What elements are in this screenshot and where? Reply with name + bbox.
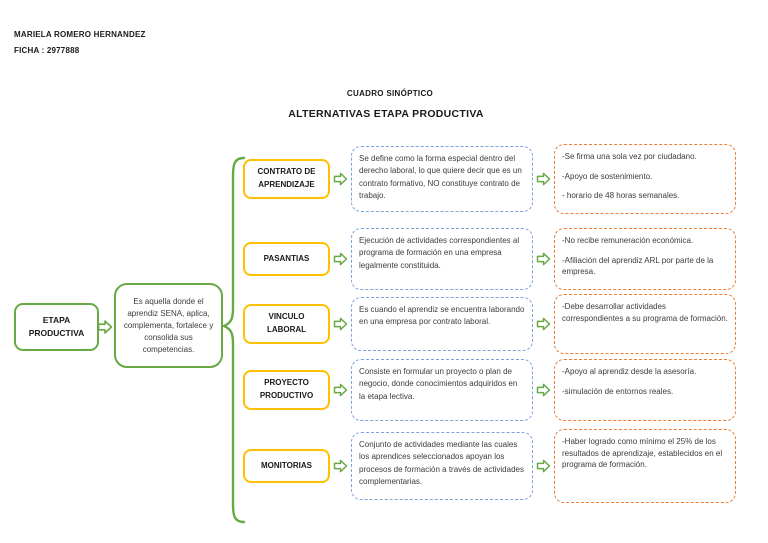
note-item: -simulación de entornos reales. — [562, 386, 674, 396]
branch-label: VINCULO LABORAL — [266, 312, 307, 334]
branch-row-monitorias: MONITORIAS Conjunto de actividades media… — [243, 425, 743, 507]
note-item: -Apoyo al aprendiz desde la asesoría. — [562, 367, 697, 376]
note-item: -Afiliación del aprendiz ARL por parte d… — [562, 255, 714, 277]
right-arrow-icon — [536, 383, 551, 397]
note-item: -Debe desarrollar actividades correspond… — [562, 302, 728, 323]
note-item: -Haber logrado como mínimo el 25% de los… — [562, 437, 723, 470]
branch-row-proyecto: PROYECTO PRODUCTIVO Consiste en formular… — [243, 356, 743, 424]
branch-definition-text: Se define como la forma especial dentro … — [359, 154, 522, 201]
root-description-text: Es aquella donde el aprendiz SENA, aplic… — [123, 296, 214, 354]
branch-definition-text: Conjunto de actividades mediante las cua… — [359, 440, 524, 487]
branch-label-box: VINCULO LABORAL — [243, 304, 330, 344]
root-node-label: ETAPA PRODUCTIVA — [28, 314, 85, 338]
right-arrow-icon — [97, 319, 113, 340]
branch-notes-box: -Haber logrado como mínimo el 25% de los… — [554, 429, 736, 503]
right-arrow-icon — [333, 172, 348, 186]
branch-label-box: PASANTIAS — [243, 242, 330, 276]
note-item: -No recibe remuneración económica. — [562, 236, 694, 245]
branch-label: CONTRATO DE APRENDIZAJE — [257, 167, 316, 189]
right-arrow-icon — [333, 252, 348, 266]
branch-notes-box: -Debe desarrollar actividades correspond… — [554, 294, 736, 354]
branch-label: PASANTIAS — [263, 253, 310, 263]
branch-label: PROYECTO PRODUCTIVO — [259, 378, 314, 400]
branch-row-vinculo: VINCULO LABORAL Es cuando el aprendiz se… — [243, 291, 743, 357]
right-arrow-icon — [333, 383, 348, 397]
right-arrow-icon — [536, 252, 551, 266]
branch-definition-box: Conjunto de actividades mediante las cua… — [351, 432, 533, 500]
note-item: -Apoyo de sostenimiento. — [562, 171, 653, 181]
document-title: ALTERNATIVAS ETAPA PRODUCTIVA — [288, 108, 484, 120]
branch-definition-box: Consiste en formular un proyecto o plan … — [351, 359, 533, 421]
right-arrow-icon — [333, 459, 348, 473]
branch-label-box: CONTRATO DE APRENDIZAJE — [243, 159, 330, 199]
document-subtitle: CUADRO SINÓPTICO — [346, 89, 434, 98]
curly-brace-icon — [220, 155, 247, 530]
branch-notes-box: -No recibe remuneración económica. -Afil… — [554, 228, 736, 290]
branch-definition-text: Ejecución de actividades correspondiente… — [359, 236, 520, 270]
right-arrow-icon — [536, 172, 551, 186]
root-node-box: ETAPA PRODUCTIVA — [14, 303, 99, 351]
branch-label-box: PROYECTO PRODUCTIVO — [243, 370, 330, 410]
branch-definition-box: Ejecución de actividades correspondiente… — [351, 228, 533, 290]
note-item: - horario de 48 horas semanales. — [562, 191, 680, 201]
branch-notes-box: -Apoyo al aprendiz desde la asesoría. -s… — [554, 359, 736, 421]
note-item: -Se firma una sola vez por ciudadano. — [562, 152, 697, 161]
right-arrow-icon — [536, 317, 551, 331]
branch-definition-text: Es cuando el aprendiz se encuentra labor… — [359, 305, 525, 327]
branch-definition-box: Se define como la forma especial dentro … — [351, 146, 533, 212]
branch-row-pasantias: PASANTIAS Ejecución de actividades corre… — [243, 224, 743, 294]
root-description-box: Es aquella donde el aprendiz SENA, aplic… — [114, 283, 223, 368]
branch-definition-box: Es cuando el aprendiz se encuentra labor… — [351, 297, 533, 351]
right-arrow-icon — [536, 459, 551, 473]
ficha-number: FICHA : 2977888 — [14, 46, 80, 55]
right-arrow-icon — [333, 317, 348, 331]
branch-row-contrato: CONTRATO DE APRENDIZAJE Se define como l… — [243, 141, 743, 217]
branch-notes-box: -Se firma una sola vez por ciudadano. -A… — [554, 144, 736, 214]
branch-label-box: MONITORIAS — [243, 449, 330, 483]
branch-label: MONITORIAS — [261, 460, 312, 470]
author-name: MARIELA ROMERO HERNANDEZ — [14, 30, 146, 39]
branch-definition-text: Consiste en formular un proyecto o plan … — [359, 367, 518, 401]
